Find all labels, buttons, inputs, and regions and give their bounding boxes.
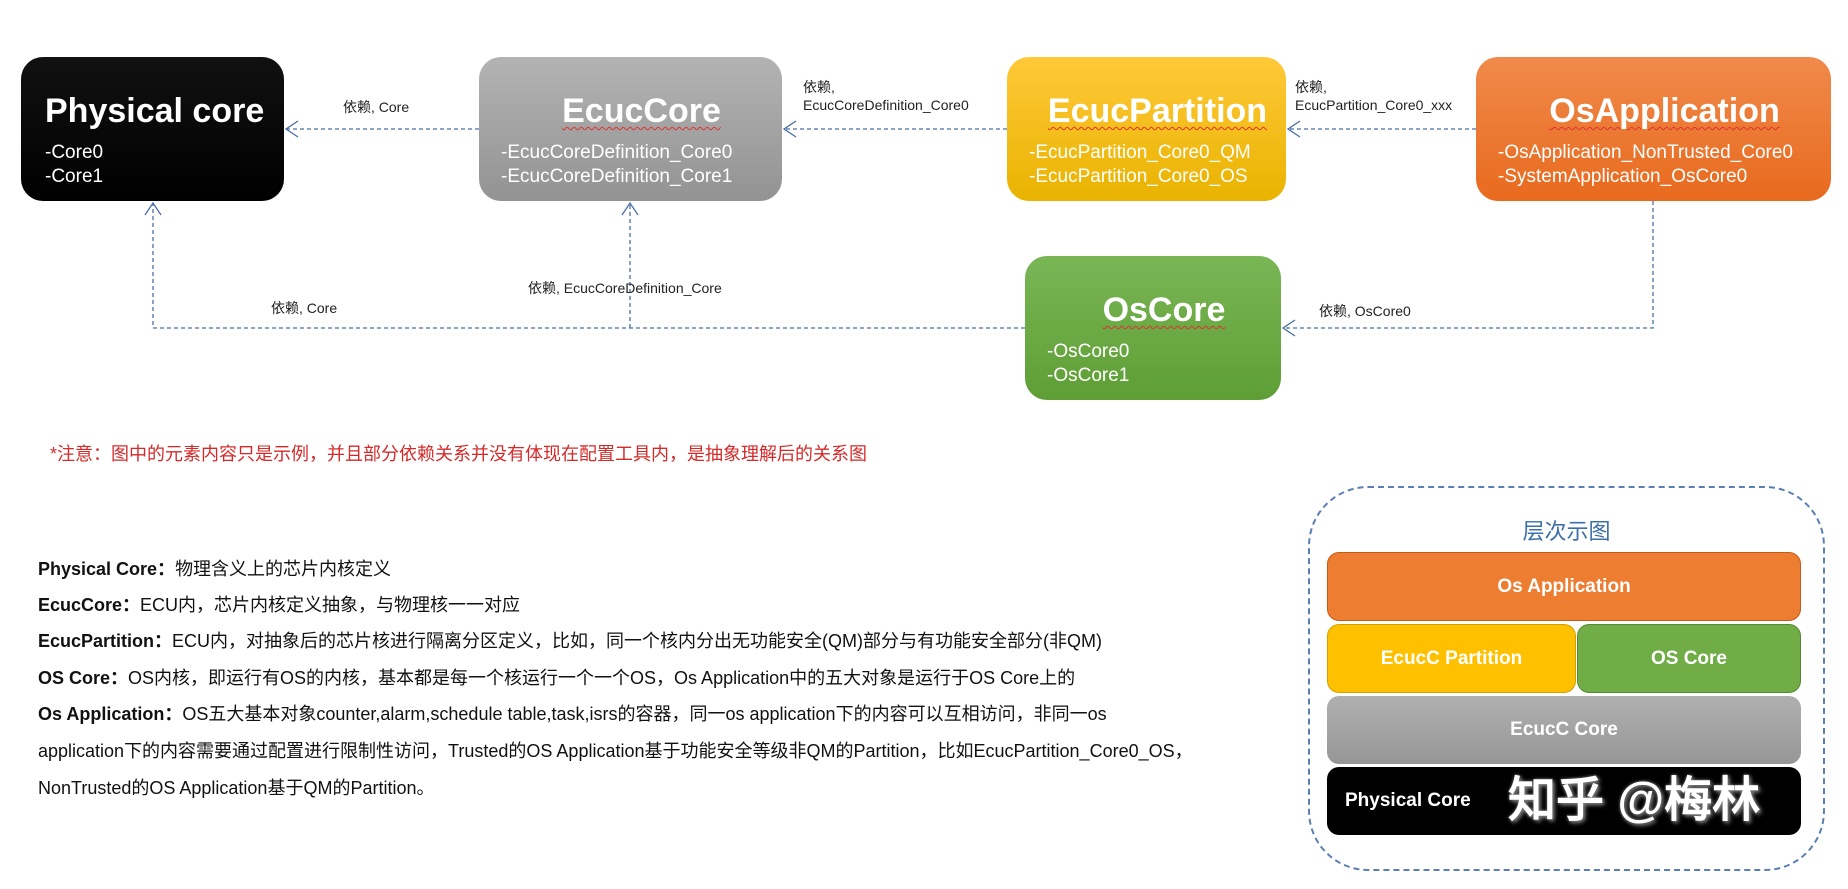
edge-label-line: EcucPartition_Core0_xxx (1295, 97, 1453, 113)
definition: ECU内，芯片内核定义抽象，与物理核一一对应 (140, 595, 521, 615)
term: Physical Core： (38, 559, 176, 579)
layer-ecuc-core: EcucC Core (1327, 696, 1801, 764)
description-line: EcucCore：ECU内，芯片内核定义抽象，与物理核一一对应 (38, 594, 520, 616)
arrowhead (284, 120, 299, 138)
description-line: Physical Core：物理含义上的芯片内核定义 (38, 558, 391, 580)
layer-diagram-frame (1308, 486, 1825, 871)
edge-label: 依赖, Core (271, 300, 338, 316)
term: EcucCore： (38, 595, 141, 615)
node-os-application: OsApplication -OsApplication_NonTrusted_… (1476, 57, 1831, 201)
edge-label-line: EcucCoreDefinition_Core0 (803, 97, 969, 113)
node-item: -EcucPartition_Core0_OS (1029, 166, 1248, 187)
term: Os Application： (38, 704, 183, 724)
node-title: OsCore (1102, 291, 1226, 329)
layer-ecuc-partition: EcucC Partition (1327, 624, 1576, 693)
arrowhead (1286, 120, 1301, 138)
edge-label: 依赖, EcucPartition_Core0_xxx (1295, 78, 1452, 114)
layer-diagram-title: 层次示图 (1522, 519, 1611, 544)
description-line: EcucPartition：ECU内，对抽象后的芯片核进行隔离分区定义，比如，同… (38, 630, 1102, 652)
node-title: OsApplication (1549, 92, 1780, 130)
edge-label: 依赖, Core (343, 99, 410, 115)
node-item: -OsCore0 (1047, 341, 1130, 362)
node-title: Physical core (45, 92, 265, 130)
description-line: OS Core：OS内核，即运行有OS的内核，基本都是每一个核运行一个一个OS，… (38, 667, 1075, 689)
description-line: NonTrusted的OS Application基于QM的Partition。 (38, 777, 434, 799)
node-os-core: OsCore -OsCore0 -OsCore1 (1025, 256, 1281, 400)
definition: application下的内容需要通过配置进行限制性访问，Trusted的OS … (38, 741, 1193, 761)
description-line: application下的内容需要通过配置进行限制性访问，Trusted的OS … (38, 740, 1193, 762)
node-title: EcucCore (562, 92, 721, 130)
node-item: -Core0 (45, 142, 104, 163)
arrowhead (144, 201, 162, 216)
edge-label: 依赖, EcucCoreDefinition_Core0 (803, 78, 969, 114)
arrowhead (1281, 319, 1296, 337)
layer-os-application: Os Application (1327, 552, 1801, 621)
definition: ECU内，对抽象后的芯片核进行隔离分区定义，比如，同一个核内分出无功能安全(QM… (172, 631, 1102, 651)
layer-os-core: OS Core (1577, 624, 1801, 693)
layer-physical-core: Physical Core (1327, 767, 1801, 835)
node-item: -Core1 (45, 166, 104, 187)
edge-label: 依赖, EcucCoreDefinition_Core (528, 280, 722, 296)
definition: NonTrusted的OS Application基于QM的Partition。 (38, 778, 435, 798)
edge-osapp-oscore (1283, 201, 1654, 329)
edge-label-line: 依赖, (1295, 79, 1327, 95)
edge-label: 依赖, OsCore0 (1319, 303, 1411, 319)
arrowhead (782, 120, 797, 138)
node-physical-core: Physical core -Core0 -Core1 (21, 57, 284, 201)
node-item: -EcucCoreDefinition_Core0 (501, 142, 733, 163)
arrowhead (621, 201, 639, 216)
definition: OS内核，即运行有OS的内核，基本都是每一个核运行一个一个OS，Os Appli… (128, 668, 1076, 688)
node-item: -EcucCoreDefinition_Core1 (501, 166, 733, 187)
watermark: 知乎 @梅林 (1508, 774, 1761, 827)
node-ecuc-partition: EcucPartition -EcucPartition_Core0_QM -Ec… (1007, 57, 1286, 201)
term: OS Core： (38, 668, 129, 688)
node-ecuc-core: EcucCore -EcucCoreDefinition_Core0 -EcucC… (479, 57, 782, 201)
description-line: Os Application：OS五大基本对象counter,alarm,sch… (38, 703, 1107, 725)
edge-label-line: 依赖, (803, 79, 835, 95)
definition: 物理含义上的芯片内核定义 (175, 559, 392, 579)
node-item: -SystemApplication_OsCore0 (1498, 166, 1748, 187)
term: EcucPartition： (38, 631, 173, 651)
node-title: EcucPartition (1047, 92, 1268, 130)
definition: OS五大基本对象counter,alarm,schedule table,tas… (182, 704, 1107, 724)
node-item: -OsApplication_NonTrusted_Core0 (1498, 142, 1794, 163)
edge-oscore-physical (152, 203, 1025, 329)
node-item: -EcucPartition_Core0_QM (1029, 142, 1251, 163)
node-item: -OsCore1 (1047, 365, 1130, 386)
note-text: *注意：图中的元素内容只是示例，并且部分依赖关系并没有体现在配置工具内，是抽象理… (50, 444, 868, 464)
